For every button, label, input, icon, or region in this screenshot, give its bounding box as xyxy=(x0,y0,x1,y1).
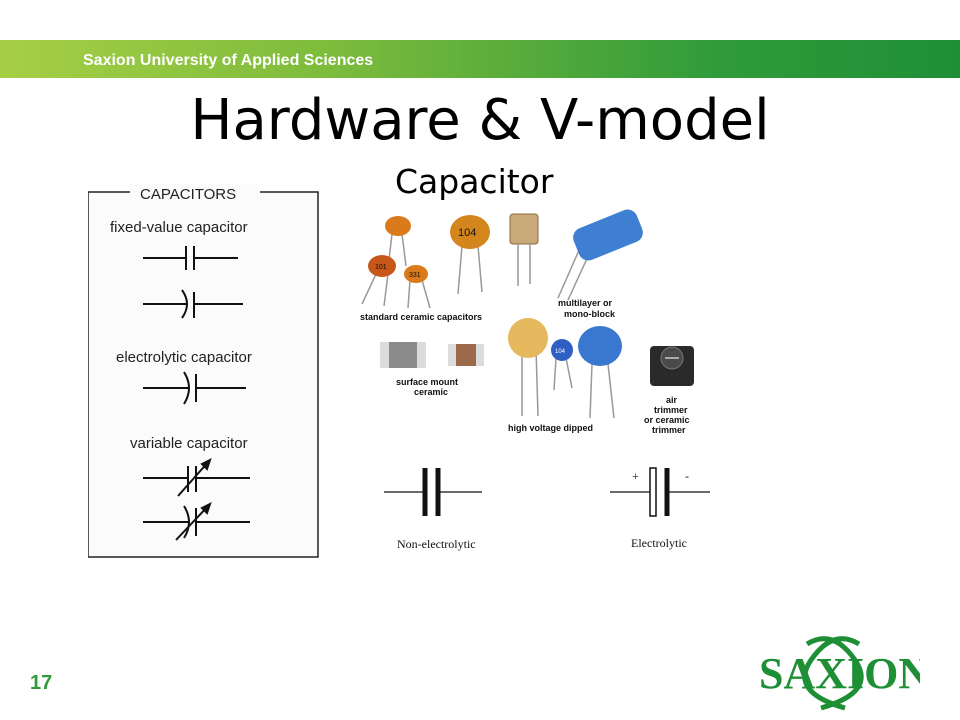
marking-101: 101 xyxy=(375,264,387,271)
electrolytic-symbol xyxy=(610,467,710,517)
marking-331: 331 xyxy=(409,272,421,279)
smd-capacitor-1 xyxy=(380,342,426,368)
handdrawn-capacitor-symbols: CAPACITORS fixed-value capacitor electro… xyxy=(88,184,319,558)
fixed-capacitor-symbol-1 xyxy=(143,246,238,270)
multilayer-label-2: mono-block xyxy=(564,309,616,319)
hv-capacitor-blue-small: 104 xyxy=(551,339,573,391)
plus-sign: + xyxy=(632,469,639,483)
electrolytic-label: Electrolytic xyxy=(631,536,687,550)
page-number: 17 xyxy=(30,672,53,694)
saxion-logo: SAXION xyxy=(759,636,920,711)
handdrawn-heading: CAPACITORS xyxy=(140,186,236,203)
variable-capacitor-symbol-1 xyxy=(143,458,250,497)
handdrawn-fixed-label: fixed-value capacitor xyxy=(110,219,248,236)
ceramic-label: standard ceramic capacitors xyxy=(360,312,482,322)
institution-name: Saxion University of Applied Sciences xyxy=(83,52,374,69)
header-bar xyxy=(0,40,960,78)
hv-capacitor-blue-large xyxy=(578,326,622,419)
electrolytic-capacitor-symbol xyxy=(143,371,246,405)
trimmer-label-2: trimmer xyxy=(654,405,688,415)
ceramic-capacitor-104: 104 xyxy=(450,215,490,295)
handdrawn-variable-label: variable capacitor xyxy=(130,435,248,452)
capacitor-photos: 101 331 104 standard ceramic capacitors … xyxy=(360,209,694,435)
ceramic-capacitor-331: 331 xyxy=(404,265,431,309)
air-trimmer-capacitor xyxy=(650,346,694,386)
svg-text:SAXION: SAXION xyxy=(759,649,920,698)
hv-label: high voltage dipped xyxy=(508,423,593,433)
marking-104: 104 xyxy=(458,227,476,239)
non-electrolytic-label: Non-electrolytic xyxy=(397,537,476,551)
smd-label-1: surface mount xyxy=(396,377,458,387)
smd-label-2: ceramic xyxy=(414,387,448,397)
trimmer-label-1: air xyxy=(666,395,678,405)
fixed-capacitor-symbol-2 xyxy=(143,289,243,319)
mono-block-capacitor-small xyxy=(509,213,539,286)
multilayer-capacitor-blue xyxy=(557,209,643,301)
slide-subtitle: Capacitor xyxy=(395,162,554,201)
handdrawn-electrolytic-label: electrolytic capacitor xyxy=(116,349,252,366)
multilayer-label-1: multilayer or xyxy=(558,298,613,308)
minus-sign: - xyxy=(685,469,689,483)
trimmer-label-4: trimmer xyxy=(652,425,686,435)
non-electrolytic-symbol xyxy=(384,468,482,516)
slide-title: Hardware & V-model xyxy=(190,88,770,153)
variable-capacitor-symbol-2 xyxy=(143,502,250,541)
smd-capacitor-2 xyxy=(448,344,484,366)
marking-104-small: 104 xyxy=(555,349,566,355)
hv-capacitor-yellow xyxy=(508,318,548,417)
trimmer-label-3: or ceramic xyxy=(644,415,690,425)
ceramic-capacitor-101: 101 xyxy=(361,255,396,307)
capacitor-schematic-symbols: Non-electrolytic + - Electrolytic xyxy=(384,467,710,551)
